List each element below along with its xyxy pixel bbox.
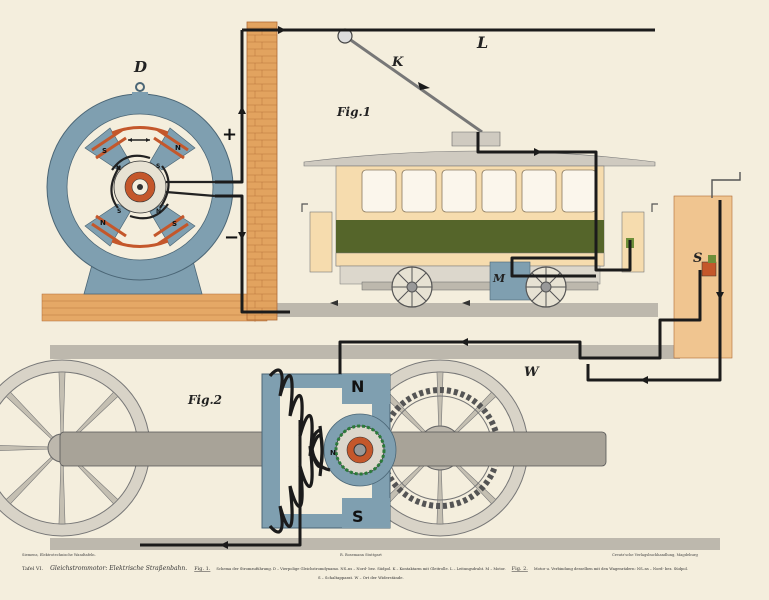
current-arrows [220, 26, 724, 549]
pole-label: S [172, 220, 177, 228]
rail-fig1 [265, 303, 658, 317]
controller-post [673, 172, 741, 359]
pole-label: S [156, 163, 160, 170]
pole-label: N [100, 219, 106, 227]
fig1-text: Schema der Stromzuführung. D – Vierpolig… [216, 567, 505, 571]
label-resistors: W [524, 365, 540, 380]
tram-window [441, 169, 477, 213]
rail-top-fig2 [50, 345, 680, 359]
imprint-center: R. Bosemann Stuttgart [340, 553, 382, 557]
fig2-ref: Fig. 2. [512, 566, 529, 572]
plate-title: Gleichstrommotor: Elektrische Straßenbah… [50, 565, 187, 572]
label-contact-arm: K [391, 55, 404, 70]
brick-mast [246, 21, 278, 322]
motor: N S N [261, 368, 397, 534]
imprint-right: Creutz'sche Verlagsbuchhandlung, Magdebu… [612, 553, 698, 557]
caption-line-1: Tafel VI. Gleichstrommotor: Elektrische … [22, 557, 688, 574]
pole-label: N [175, 144, 181, 152]
label-fig2: Fig.2 [187, 393, 222, 407]
pole-label: N [156, 208, 161, 215]
pole-label: S [117, 208, 121, 215]
tram-window [481, 169, 517, 213]
tram [301, 28, 658, 308]
label-switch: S [693, 251, 702, 266]
tram-window [361, 169, 397, 213]
motor-pole-s: S [352, 507, 364, 526]
tram-window [401, 169, 437, 213]
dynamo: S N N S N S S N [41, 82, 268, 322]
plate-number: Tafel VI. [22, 566, 44, 572]
circuit-wires [140, 28, 722, 547]
label-minus: − [224, 227, 239, 248]
fig2-text: Motor u. Verbindung desselben mit den Wa… [534, 567, 688, 571]
label-fig1: Fig.1 [336, 105, 371, 119]
label-line: L [476, 33, 488, 52]
fig1-ref: Fig. 1. [194, 566, 211, 572]
caption-line-2: S – Schaltapparat. W – Ort der Widerstän… [318, 575, 404, 580]
tram-window [561, 169, 597, 213]
label-plus: + [222, 124, 237, 145]
rail-bottom-fig2 [50, 538, 720, 550]
pole-label: N [330, 449, 336, 457]
label-motor: M [492, 272, 506, 285]
tram-window [521, 169, 557, 213]
pole-label: N [116, 165, 121, 172]
label-dynamo: D [133, 58, 147, 76]
motor-pole-n: N [351, 377, 364, 396]
imprint-left: Siemens, Elektrotechnische Wandtafeln. [22, 553, 96, 557]
pole-label: S [102, 147, 107, 155]
